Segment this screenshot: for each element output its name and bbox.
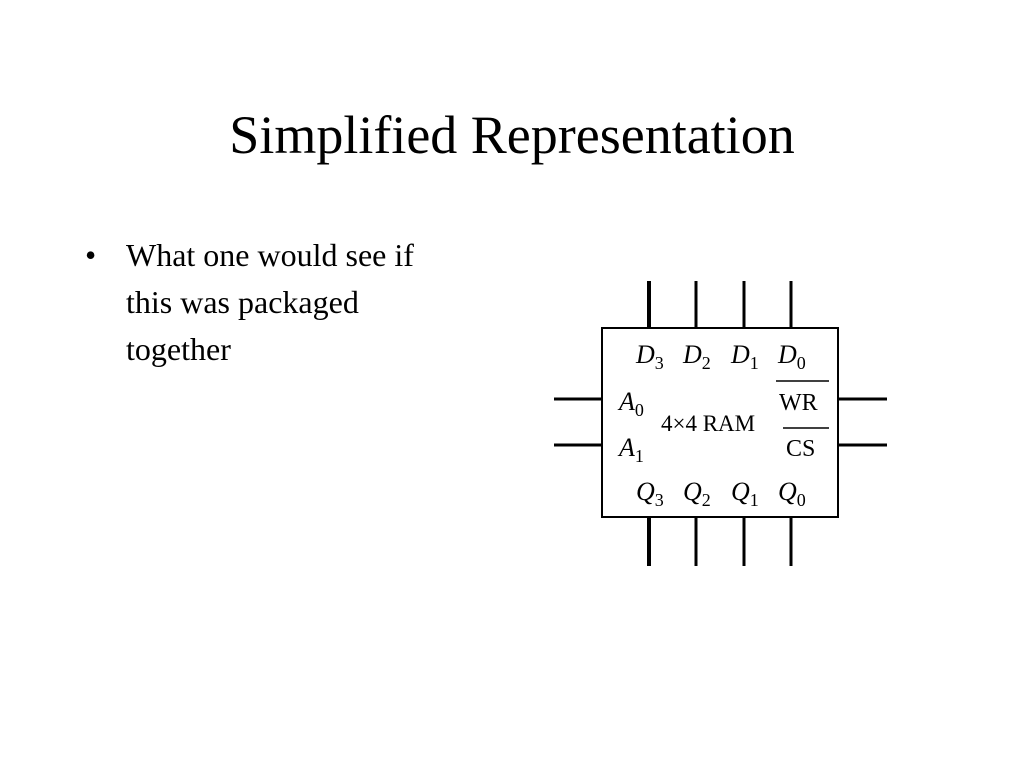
bullet-marker: • (85, 237, 97, 273)
slide-title: Simplified Representation (229, 105, 795, 165)
label-a1: A1 (617, 433, 644, 466)
label-q2: Q2 (683, 477, 711, 510)
label-q0: Q0 (778, 477, 806, 510)
label-q1: Q1 (731, 477, 759, 510)
label-d2: D2 (682, 340, 711, 373)
label-a0: A0 (617, 387, 644, 420)
label-q3: Q3 (636, 477, 664, 510)
bullet-item: • What one would see if this was package… (85, 232, 525, 373)
bullet-list: • What one would see if this was package… (85, 232, 525, 373)
label-d0: D0 (777, 340, 806, 373)
bullet-text: What one would see if this was packaged … (126, 237, 414, 367)
label-d1: D1 (730, 340, 759, 373)
label-wr: WR (779, 390, 818, 416)
label-cs: CS (786, 436, 815, 462)
ram-center-label: 4×4 RAM (661, 411, 755, 436)
ram-chip-outline (601, 327, 839, 518)
label-d3: D3 (635, 340, 664, 373)
